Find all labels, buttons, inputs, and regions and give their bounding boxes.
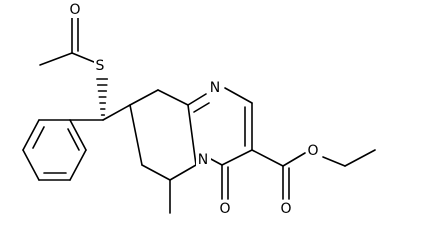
bond-phenyl-2 xyxy=(22,119,40,151)
bond-s-carbonyl xyxy=(71,52,95,63)
bond-ring-c7-c8 xyxy=(129,104,143,166)
atom-s: S xyxy=(94,58,107,75)
bond-n1-c2 xyxy=(224,87,253,104)
bond-layer xyxy=(22,14,376,214)
bond-ring-c9-c9a xyxy=(157,89,189,106)
bond-ring-c8-c9 xyxy=(129,89,159,106)
bond-ch2-ch3 xyxy=(344,149,376,167)
atom-n-ring: N xyxy=(208,80,223,97)
bond-ring-n5-c6 xyxy=(169,164,197,181)
bond-phenyl-inner-3 xyxy=(67,128,80,151)
bond-c9a-n1 xyxy=(187,93,207,106)
atom-label-n-amide: N xyxy=(198,152,208,168)
bond-c9a-n1-inner xyxy=(193,102,210,113)
bond-phenyl-5 xyxy=(69,149,87,181)
atom-o-thioester: O xyxy=(68,1,82,18)
bond-stereocenter-ring xyxy=(102,104,131,121)
atom-label-o-thioester: O xyxy=(69,2,80,18)
atom-o-ester-ether: O xyxy=(306,143,320,160)
atom-n-amide: N xyxy=(196,152,211,169)
atom-label-s: S xyxy=(96,58,105,74)
bond-ester-o-ch2 xyxy=(322,156,346,167)
atom-o-keto: O xyxy=(218,201,232,218)
bond-phenyl-3 xyxy=(22,149,40,181)
bond-c3-c4 xyxy=(221,149,253,166)
atom-o-ester-carbonyl: O xyxy=(279,201,293,218)
bond-ring-c6-c7 xyxy=(141,164,171,181)
atom-label-n-ring: N xyxy=(210,80,220,96)
bond-ester-c-o xyxy=(282,152,306,167)
bond-c4-n5 xyxy=(208,157,223,166)
bond-phenyl-inner-1 xyxy=(32,126,45,149)
atom-label-o-ester-ether: O xyxy=(307,143,318,159)
bond-ring-c9a-n5 xyxy=(187,104,197,166)
atom-label-layer: S O N N O O O xyxy=(68,1,320,218)
atom-label-o-ester-carbonyl: O xyxy=(280,201,291,217)
bond-carbonyl-methyl xyxy=(39,52,73,66)
bond-c3-ester-c xyxy=(251,149,284,167)
hashed-wedge-bond xyxy=(96,78,109,116)
bond-phenyl-6 xyxy=(69,119,87,151)
atom-label-o-keto: O xyxy=(219,201,230,217)
